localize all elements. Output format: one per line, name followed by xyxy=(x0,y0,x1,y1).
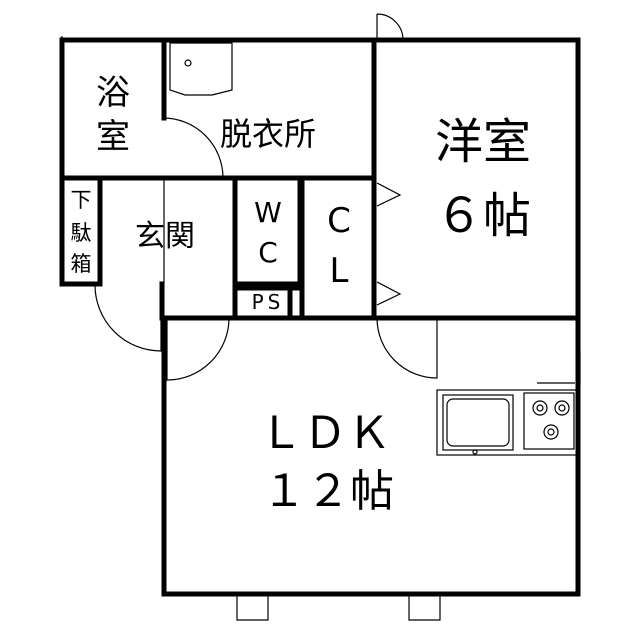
wall-details xyxy=(61,36,578,456)
label-closet-2: L xyxy=(330,251,349,291)
label-wc-2: C xyxy=(258,236,278,269)
label-shoe-box-3: 箱 xyxy=(71,252,92,276)
label-ps: PS xyxy=(252,290,285,314)
label-shoe-box-1: 下 xyxy=(71,188,92,212)
label-dressing-room: 脱衣所 xyxy=(220,115,316,153)
label-closet-1: C xyxy=(327,201,351,241)
label-ldk-size: １２帖 xyxy=(262,466,394,517)
label-western-size: ６帖 xyxy=(435,188,531,244)
label-bath-1: 浴 xyxy=(96,73,130,113)
label-shoe-box-2: 駄 xyxy=(71,221,92,245)
label-western-room: 洋室 xyxy=(435,114,531,170)
label-wc-1: W xyxy=(254,196,282,229)
label-ldk: ＬＤＫ xyxy=(259,408,391,459)
label-entrance: 玄関 xyxy=(135,219,195,254)
label-bath-2: 室 xyxy=(96,117,130,157)
walls xyxy=(59,37,581,597)
